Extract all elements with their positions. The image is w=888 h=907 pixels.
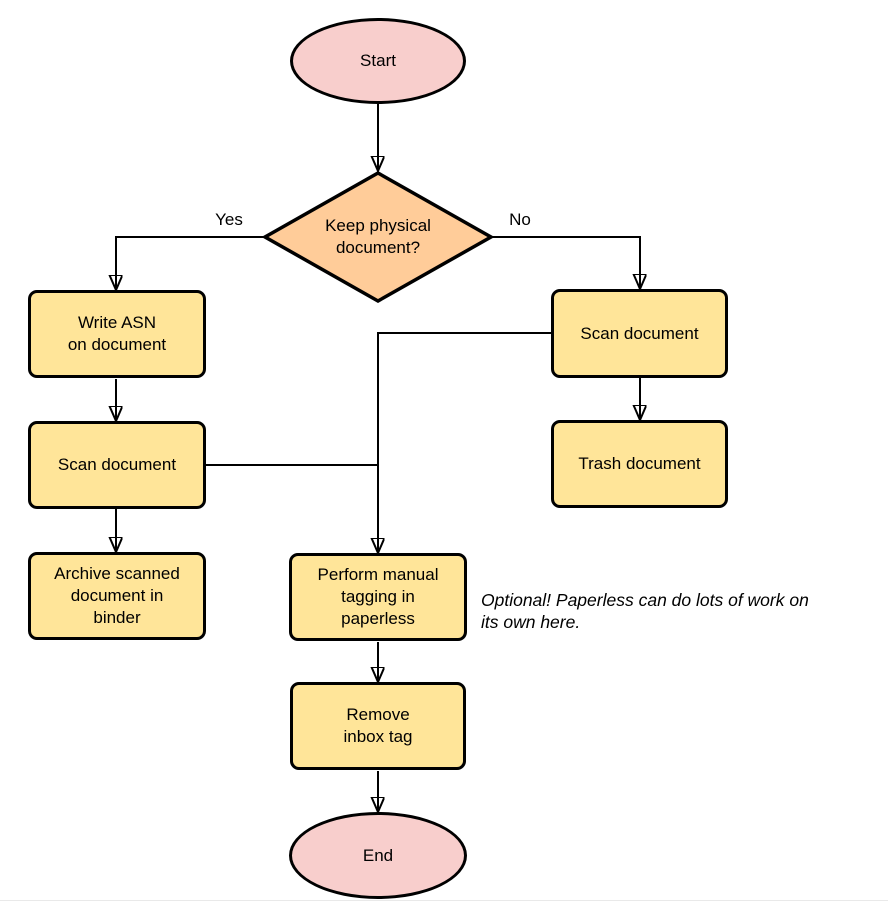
node-perform-manual-tagging: Perform manual tagging in paperless [289, 553, 467, 641]
connector-decision-yes-to-write-asn [116, 236, 264, 289]
annotation-optional-note: Optional! Paperless can do lots of work … [481, 590, 809, 632]
node-start: Start [290, 18, 466, 104]
node-trash-label: Trash document [578, 454, 701, 473]
edge-label-no: No [509, 210, 531, 229]
node-scan-document-left: Scan document [28, 421, 206, 509]
node-start-label: Start [360, 51, 396, 70]
node-write-asn-label: Write ASN on document [67, 313, 167, 354]
node-decision-label: Keep physical document? [325, 216, 431, 257]
node-scan-right-label: Scan document [580, 323, 699, 343]
connector-scan-right-to-tagging [378, 332, 551, 552]
node-write-asn-on-document: Write ASN on document [28, 290, 206, 378]
node-remove-inbox-label: Remove inbox tag [343, 705, 413, 746]
node-end-label: End [362, 845, 394, 865]
node-remove-inbox-tag: Remove inbox tag [290, 682, 466, 770]
connector-decision-no-to-scan-right [492, 236, 640, 288]
node-archive-label: Archive scanned document in binder [54, 564, 180, 627]
node-scan-document-right: Scan document [551, 289, 728, 378]
node-end: End [289, 812, 467, 899]
node-scan-left-label: Scan document [57, 455, 177, 474]
decision-diamond-shape [263, 171, 493, 303]
edge-label-yes: Yes [215, 210, 243, 229]
node-trash-document: Trash document [551, 420, 728, 508]
bottom-page-edge [0, 900, 888, 907]
node-tagging-label: Perform manual tagging in paperless [317, 565, 439, 628]
node-archive-scanned-document: Archive scanned document in binder [28, 552, 206, 640]
node-decision-keep-physical-document: Keep physical document? [263, 171, 493, 303]
